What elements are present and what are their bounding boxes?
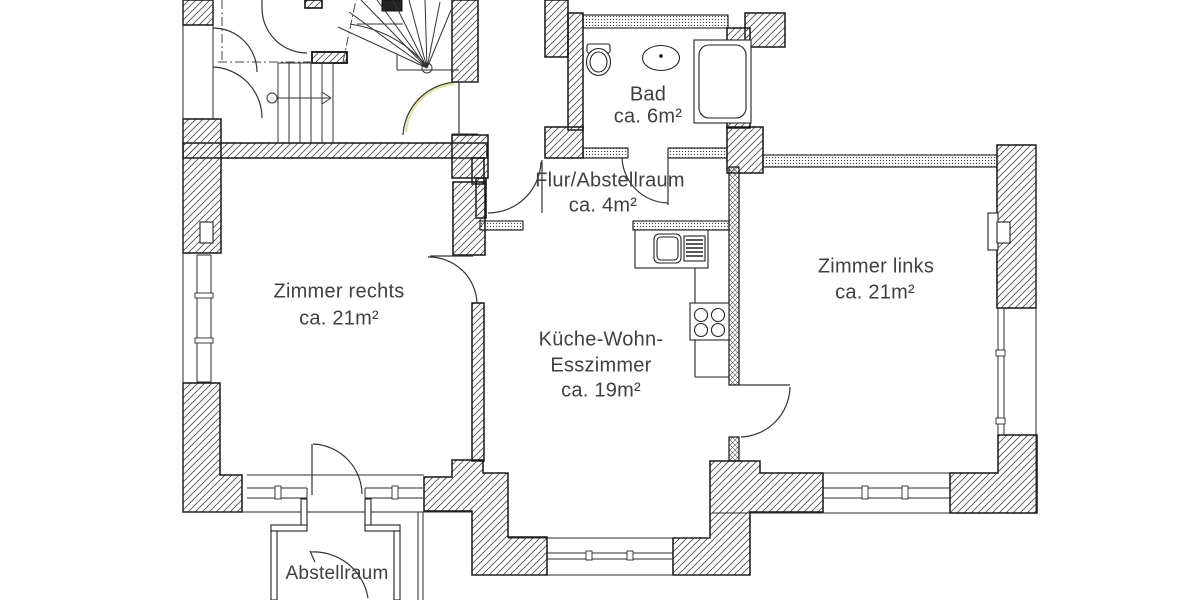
kitchen-sink-icon bbox=[634, 229, 709, 269]
room-area-kueche: ca. 19m² bbox=[561, 379, 641, 402]
entry-door-highlight bbox=[404, 82, 456, 133]
stove-icon bbox=[689, 302, 730, 341]
stairs bbox=[266, 0, 452, 143]
toilet-icon bbox=[585, 43, 612, 77]
room-label-flur: Flur/Abstellraum bbox=[535, 169, 685, 192]
washbasin-icon bbox=[641, 44, 681, 72]
room-label-kueche-line2: Esszimmer bbox=[550, 354, 652, 377]
wall-niches bbox=[199, 212, 1011, 251]
abstellraum-walls bbox=[270, 498, 401, 600]
room-area-flur: ca. 4m² bbox=[568, 194, 638, 217]
room-label-bad: Bad bbox=[629, 83, 667, 106]
window-mullions bbox=[194, 292, 1006, 561]
section-lines bbox=[218, 0, 357, 63]
partition-walls bbox=[728, 166, 740, 462]
doors bbox=[212, 0, 791, 599]
bathtub-icon bbox=[693, 39, 752, 124]
bath-fixtures bbox=[585, 39, 752, 124]
room-area-bad: ca. 6m² bbox=[613, 105, 683, 128]
wall-piers bbox=[304, 0, 403, 64]
kitchen-fixtures bbox=[634, 229, 730, 378]
room-area-zimmer-rechts: ca. 21m² bbox=[299, 307, 379, 330]
room-label-abstellraum: Abstellraum bbox=[285, 563, 389, 584]
room-label-kueche-line1: Küche-Wohn- bbox=[538, 328, 664, 351]
room-area-zimmer-links: ca. 21m² bbox=[835, 281, 915, 304]
room-label-zimmer-rechts: Zimmer rechts bbox=[273, 280, 405, 303]
room-label-zimmer-links: Zimmer links bbox=[817, 255, 935, 278]
wall-bands bbox=[479, 14, 998, 231]
